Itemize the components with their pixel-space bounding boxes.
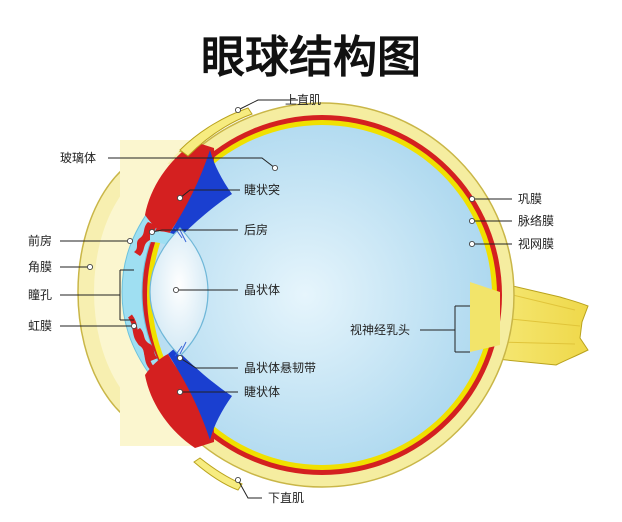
label-anterior-chamber: 前房: [28, 233, 52, 248]
label-iris: 虹膜: [28, 319, 52, 333]
inferior-rectus: [193, 457, 243, 491]
superior-rectus: [179, 107, 253, 157]
label-choroid: 脉络膜: [518, 213, 554, 228]
label-optic-disc: 视神经乳头: [350, 322, 410, 337]
label-lens: 晶状体: [244, 283, 280, 297]
label-cornea: 角膜: [28, 260, 52, 274]
label-vitreous-body: 玻璃体: [60, 151, 96, 165]
label-inferior-rectus: 下直肌: [268, 491, 304, 505]
vitreous-body: [152, 125, 492, 465]
label-pupil: 瞳孔: [28, 287, 52, 302]
label-zonule: 晶状体悬韧带: [244, 361, 316, 375]
label-ciliary-body: 睫状体: [244, 385, 280, 399]
label-posterior-chamber: 后房: [244, 222, 268, 237]
page-title: 眼球结构图: [201, 32, 421, 83]
label-retina: 视网膜: [518, 236, 554, 251]
label-ciliary-process: 睫状突: [244, 182, 280, 197]
ciliary-body: [145, 354, 215, 448]
label-superior-rectus: 上直肌: [285, 93, 321, 107]
ciliary-process: [145, 142, 215, 236]
label-sclera: 巩膜: [518, 192, 542, 206]
